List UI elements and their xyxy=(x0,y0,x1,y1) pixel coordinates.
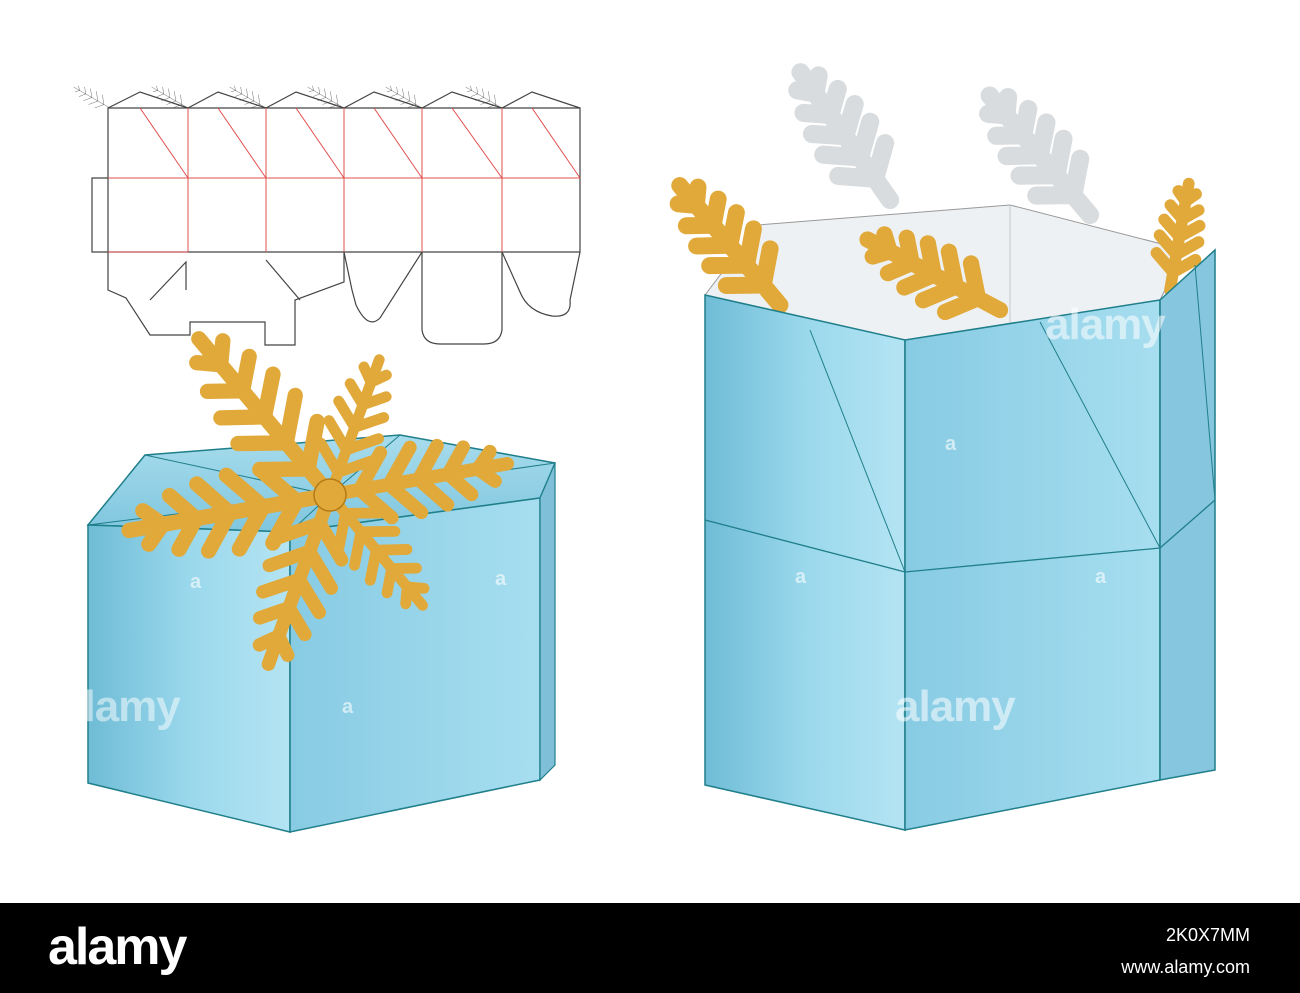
image-id: 2K0X7MM xyxy=(1165,925,1250,945)
site-link[interactable]: www.alamy.com xyxy=(1121,957,1250,977)
watermark-left-box: alamy xyxy=(60,682,181,731)
open-hex-box xyxy=(658,56,1216,831)
watermark-a-5: a xyxy=(1095,566,1107,588)
watermark-a-2: a xyxy=(495,568,507,590)
watermark-a-3: a xyxy=(342,696,354,718)
watermark-a-6: a xyxy=(945,433,957,455)
closed-hex-box xyxy=(86,315,557,833)
watermark-right-box-lower: alamy xyxy=(895,682,1016,731)
watermark-center-right: alamy xyxy=(1045,300,1166,349)
watermark-a-1: a xyxy=(190,571,202,593)
watermark-a-4: a xyxy=(795,566,807,588)
dieline-template xyxy=(69,80,581,346)
alamy-logo[interactable]: alamy xyxy=(48,918,187,976)
image-meta: 2K0X7MM www.alamy.com xyxy=(1121,919,1250,983)
stock-footer-bar: alamy 2K0X7MM www.alamy.com xyxy=(0,903,1300,993)
packaging-illustration: a a a a a a xyxy=(69,0,1216,833)
